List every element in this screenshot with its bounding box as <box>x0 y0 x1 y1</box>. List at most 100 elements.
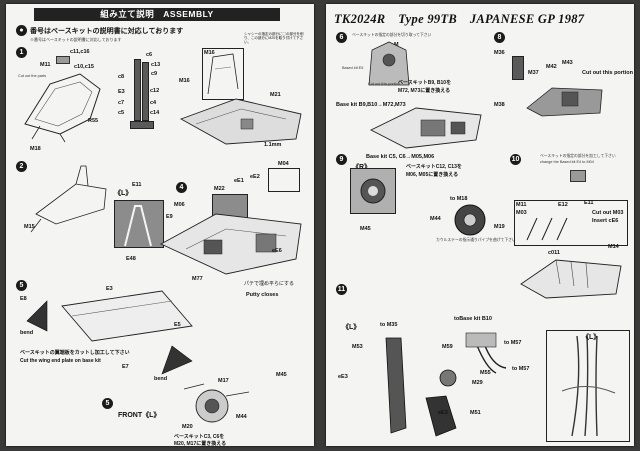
label-side-l-11: 《L》 <box>342 324 361 331</box>
step-9-note-en: M06, M05に置き換える <box>406 172 459 178</box>
step-9-note-jp: ベースキットC12, C13を <box>406 164 462 170</box>
kit-title: TK2024R Type 99TB JAPANESE GP 1987 <box>334 12 585 26</box>
label-e7: E7 <box>122 364 129 370</box>
step-1-note: シャシーの指定の部分に◯の部分を削り、この部分にM20を取り付けて下さい。 <box>244 32 304 45</box>
label-m11: M11 <box>40 62 51 68</box>
label-c011: c011 <box>548 250 560 256</box>
label-front: FRONT《L》 <box>118 412 161 419</box>
label-e3-11b: eE3 <box>438 410 448 416</box>
step-10-top-note: ベースキットの指定の部分を加工して下さい <box>540 154 616 158</box>
label-m03: M03 <box>516 210 527 216</box>
step-11-number: 11 <box>336 284 347 295</box>
label-m53: M53 <box>352 344 363 350</box>
photo-inset-step9 <box>350 168 396 214</box>
label-m17: M17 <box>218 378 229 384</box>
label-c6: c6 <box>146 52 153 58</box>
step-5b-number: 5 <box>102 398 113 409</box>
detail-inset-m04 <box>268 168 300 192</box>
label-r55: R55 <box>88 118 99 124</box>
label-inset-l: 《L》 <box>582 334 601 341</box>
exhaust-inset <box>546 330 630 442</box>
label-c8: c8 <box>118 74 125 80</box>
step-4-body-drawing <box>159 213 302 275</box>
parts-column-a <box>134 59 141 121</box>
intro-main: 番号はベースキットの説明書に対応しております <box>30 28 184 35</box>
parts-column-b <box>142 62 149 121</box>
label-e12: E12 <box>558 202 568 208</box>
label-m36: M36 <box>494 50 505 56</box>
step-6-top-note: ベースキットの指定の部分を切り取って下さい <box>352 33 432 37</box>
label-m45: M45 <box>276 372 287 378</box>
part-m36 <box>512 56 524 80</box>
label-m16: M16 <box>179 78 190 84</box>
label-side-l: 《L》 <box>114 190 133 197</box>
wing-note-jp: ベースキットの翼端板をカットし加工して下さい <box>20 350 130 356</box>
label-c10: c10,c15 <box>74 64 94 70</box>
label-bend: bend <box>20 330 34 336</box>
label-m29: M29 <box>472 380 483 386</box>
label-m55: M55 <box>480 370 491 376</box>
exhaust-drawing <box>385 332 507 437</box>
intro-sub: ※番号はベースキットの説明書に対応しております <box>30 37 122 42</box>
label-e48: E48 <box>126 256 136 262</box>
step-10-body-drawing <box>520 259 622 299</box>
label-m20: M20 <box>182 424 193 430</box>
step-1-chassis-drawing <box>24 73 101 143</box>
label-c13: c13 <box>151 62 161 68</box>
step-6-number: 6 <box>336 32 347 43</box>
label-m14: M14 <box>608 244 619 250</box>
label-e3-11: eE3 <box>338 374 348 380</box>
step-2-drawing <box>30 165 107 233</box>
assembly-header: 組み立て説明 ASSEMBLY <box>34 8 280 21</box>
label-base-kit-b9: Base kit B9,B10→M72,M73 <box>336 102 406 108</box>
label-m11-10: M11 <box>516 202 527 208</box>
label-based-kit: Based kit E5 <box>342 66 364 70</box>
label-bend-2: bend <box>154 376 168 382</box>
label-c5: c5 <box>118 110 125 116</box>
label-to-m35: to M35 <box>380 322 398 328</box>
chassis-rear-drawing <box>179 98 302 145</box>
label-to-base-kit: toBase kit B10 <box>454 316 492 322</box>
step-2-number: 2 <box>16 161 27 172</box>
step-4-number: 4 <box>176 182 187 193</box>
right-page: TK2024R Type 99TB JAPANESE GP 1987 6 ベース… <box>326 4 634 446</box>
label-e1: eE1 <box>234 178 244 184</box>
label-m37: M37 <box>528 70 539 76</box>
label-e9: E9 <box>166 214 173 220</box>
label-e3: E3 <box>118 89 125 95</box>
detail-inset-m16 <box>202 48 244 100</box>
step-9-number: 9 <box>336 154 347 165</box>
label-side-r: 《R》 <box>352 164 371 172</box>
label-m38: M38 <box>494 102 505 108</box>
label-m19: M19 <box>494 224 505 230</box>
label-m04: M04 <box>278 161 289 167</box>
step-6-note-jp: ベースキットB9, B10を <box>398 80 452 86</box>
step-9-small-note: カウルステーの指示通りパイプを曲げて下さい <box>436 238 516 242</box>
front-suspension-drawing <box>183 383 250 423</box>
step-1-number: 1 <box>16 47 27 58</box>
step-6-chassis-drawing <box>369 107 482 149</box>
front-note-en: M20, M17に置き換える <box>174 441 227 447</box>
label-to-m18: to M18 <box>450 196 468 202</box>
step-6-note-en: M72, M73に置き換える <box>398 88 451 94</box>
step-8-drawing <box>526 87 603 117</box>
label-to-m57-b: to M57 <box>512 366 530 372</box>
label-to-m57: to M57 <box>504 340 522 346</box>
front-note-jp: ベースキットC3, C6を <box>174 434 225 440</box>
label-c14: c14 <box>150 110 160 116</box>
label-m44: M44 <box>236 414 247 420</box>
step-10-number: 10 <box>510 154 521 165</box>
label-m51: M51 <box>470 410 481 416</box>
label-c9: c9 <box>151 71 158 77</box>
step-6-engine-drawing <box>368 41 410 86</box>
label-e3-wing: E3 <box>106 286 113 292</box>
label-c12: c12 <box>150 88 160 94</box>
step-10-sub-note: change the Based kit E4 to M04 <box>540 160 594 164</box>
label-c4: c4 <box>150 100 157 106</box>
label-c11: c11,c16 <box>70 49 90 55</box>
photo-inset-e9 <box>114 200 164 248</box>
label-m15: M15 <box>24 224 35 230</box>
label-m44-9: M44 <box>430 216 441 222</box>
label-m43: M43 <box>562 60 573 66</box>
label-e11-10: E11 <box>584 200 594 206</box>
